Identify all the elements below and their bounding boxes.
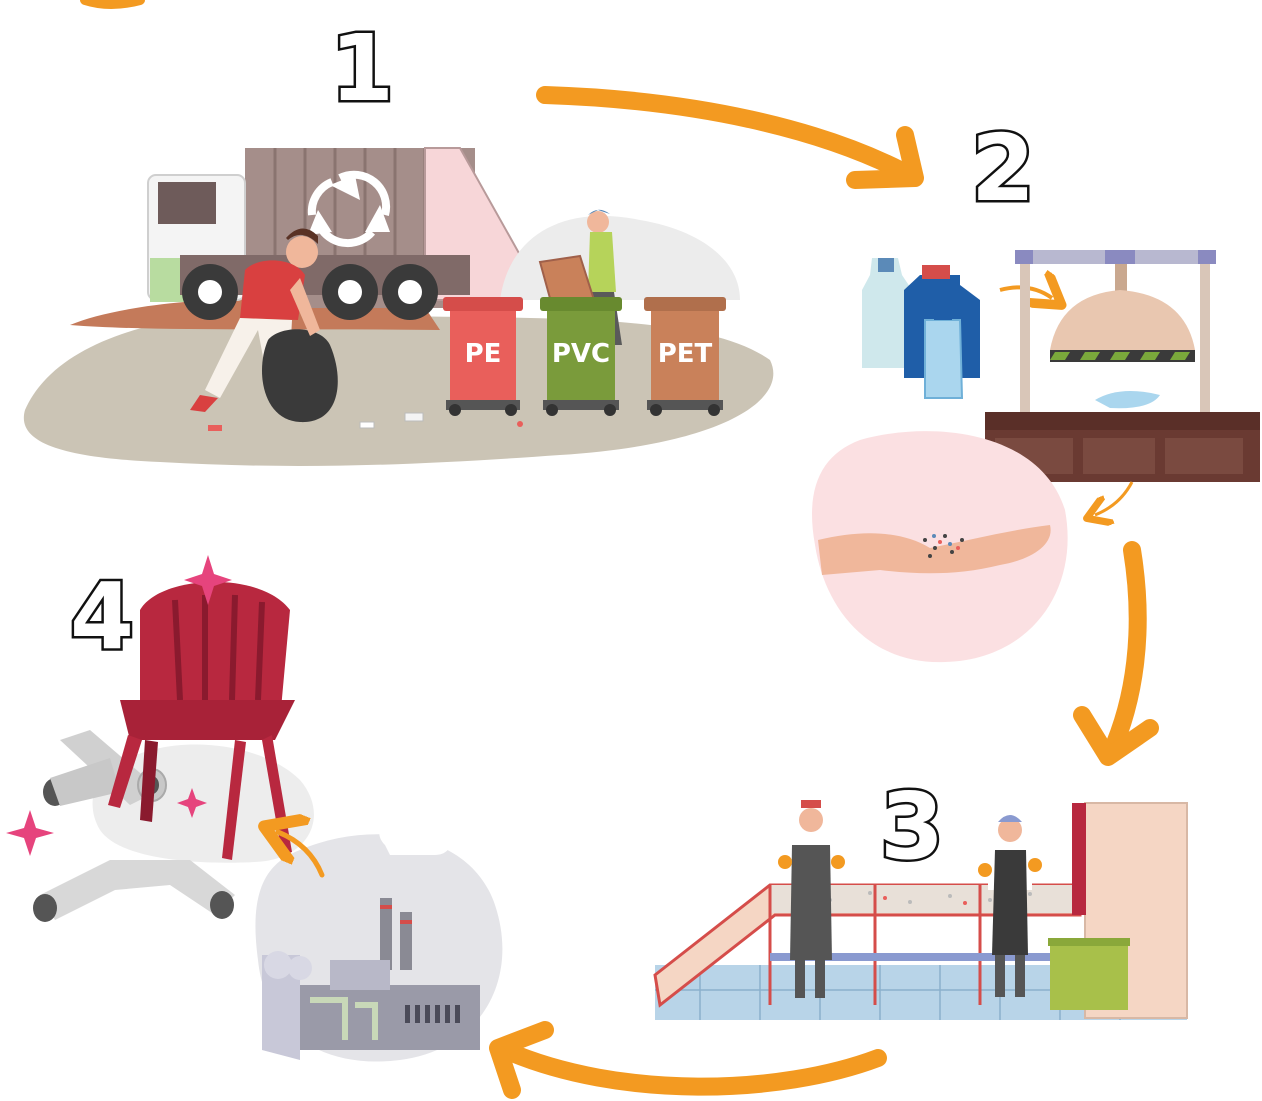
scene-compression xyxy=(812,250,1260,662)
scene-collection: PE PVC PET xyxy=(24,148,774,466)
bin-label-pe: PE xyxy=(465,339,502,369)
truck-window xyxy=(158,182,216,224)
bin-pe: PE xyxy=(443,297,523,416)
step-number-1: 1 xyxy=(330,15,394,122)
scene-product xyxy=(6,555,314,922)
garbage-truck xyxy=(148,148,520,320)
bin-label-pvc: PVC xyxy=(552,339,610,369)
trash-pile xyxy=(500,216,740,300)
step-number-4: 4 xyxy=(70,563,134,670)
arrow-1-to-2-icon xyxy=(545,95,900,170)
bin-pvc: PVC xyxy=(540,297,622,416)
trash-bag xyxy=(262,329,338,422)
arrow-3-to-4-icon xyxy=(505,1050,878,1087)
plastic-bottles xyxy=(862,258,980,398)
bin-label-pet: PET xyxy=(658,339,713,369)
step-number-2: 2 xyxy=(971,115,1035,222)
corner-arc-fragment xyxy=(85,0,140,4)
step-number-3: 3 xyxy=(880,773,944,880)
factory-building xyxy=(300,985,480,1050)
pellets-in-hand xyxy=(812,431,1068,662)
output-arrow xyxy=(1095,482,1132,515)
press-machine xyxy=(985,250,1260,482)
bin-pet: PET xyxy=(644,297,726,416)
green-container xyxy=(1050,940,1128,1010)
arrow-2-to-3-icon xyxy=(1110,550,1138,755)
